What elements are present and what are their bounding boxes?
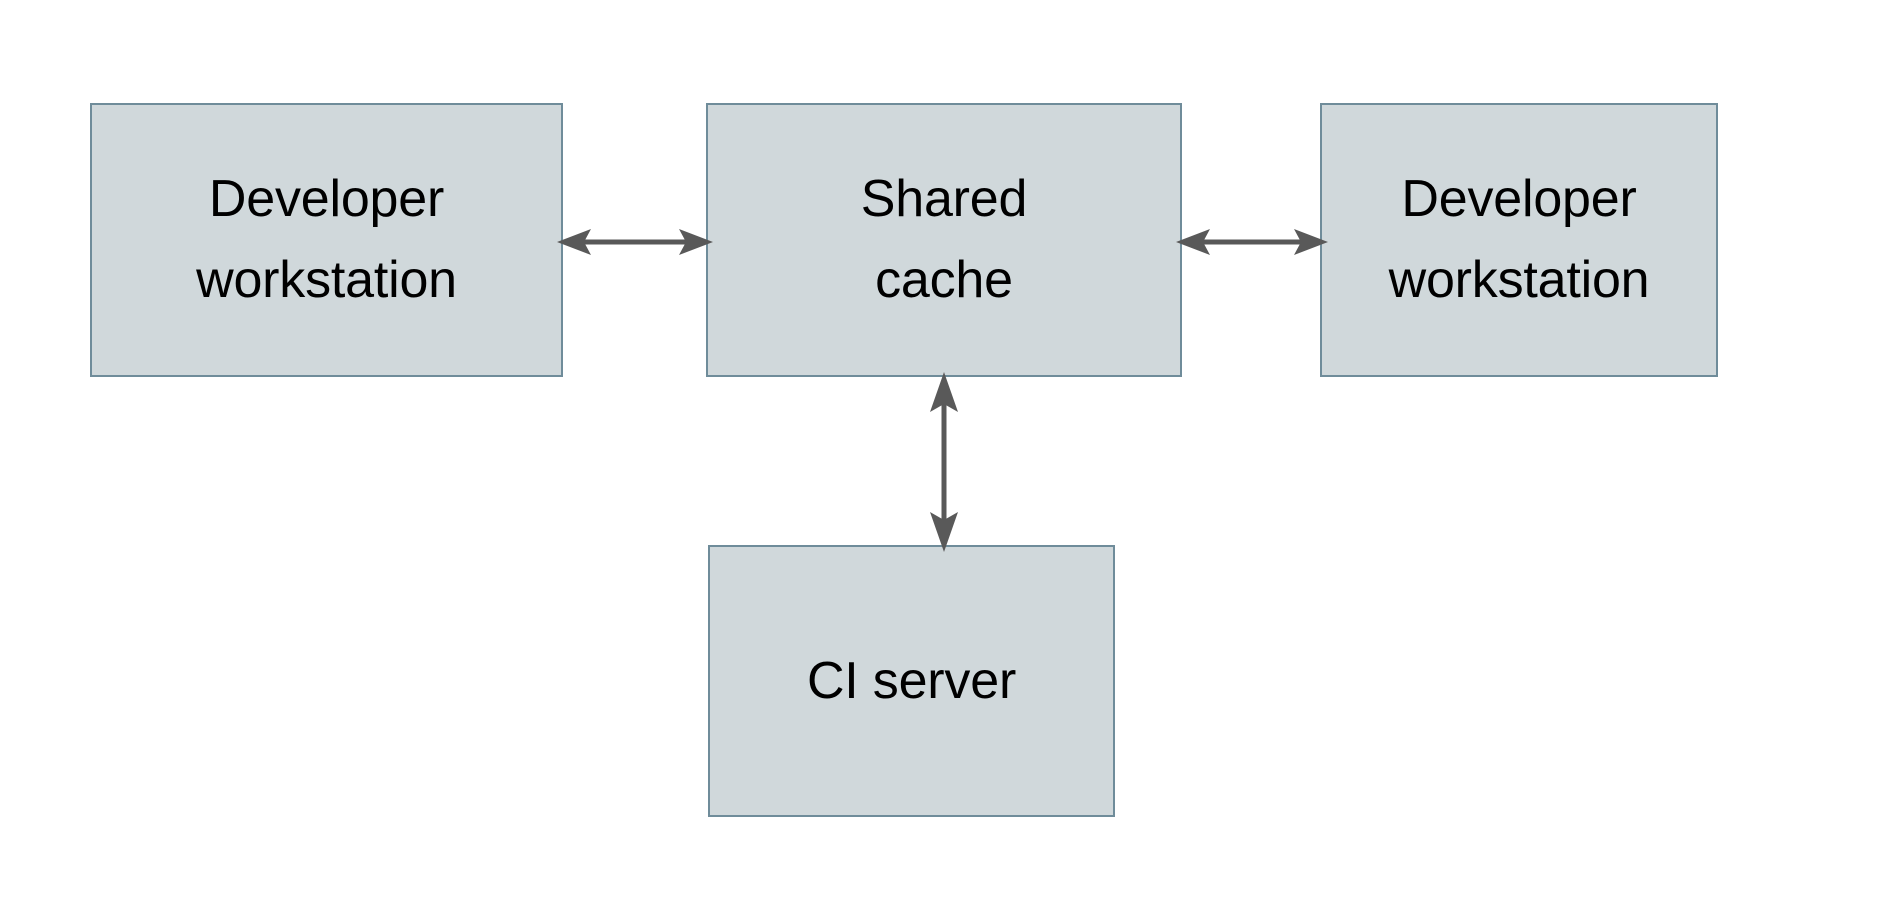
node-ci-server[interactable]: CI server <box>708 545 1115 817</box>
double-arrow-vertical-icon <box>930 372 958 552</box>
edge-developer-left-to-shared-cache[interactable] <box>557 213 713 271</box>
node-label: Developer workstation <box>196 170 457 309</box>
node-label: CI server <box>806 651 1017 710</box>
node-label: Shared cache <box>860 170 1028 309</box>
double-arrow-horizontal-icon <box>1176 229 1328 255</box>
edge-shared-cache-to-developer-right[interactable] <box>1176 213 1328 271</box>
node-shared-cache[interactable]: Shared cache <box>706 103 1182 377</box>
node-label: Developer workstation <box>1388 170 1650 309</box>
edge-shared-cache-to-ci-server[interactable] <box>915 372 973 552</box>
double-arrow-horizontal-icon <box>557 229 713 255</box>
node-developer-workstation-right[interactable]: Developer workstation <box>1320 103 1718 377</box>
node-developer-workstation-left[interactable]: Developer workstation <box>90 103 563 377</box>
